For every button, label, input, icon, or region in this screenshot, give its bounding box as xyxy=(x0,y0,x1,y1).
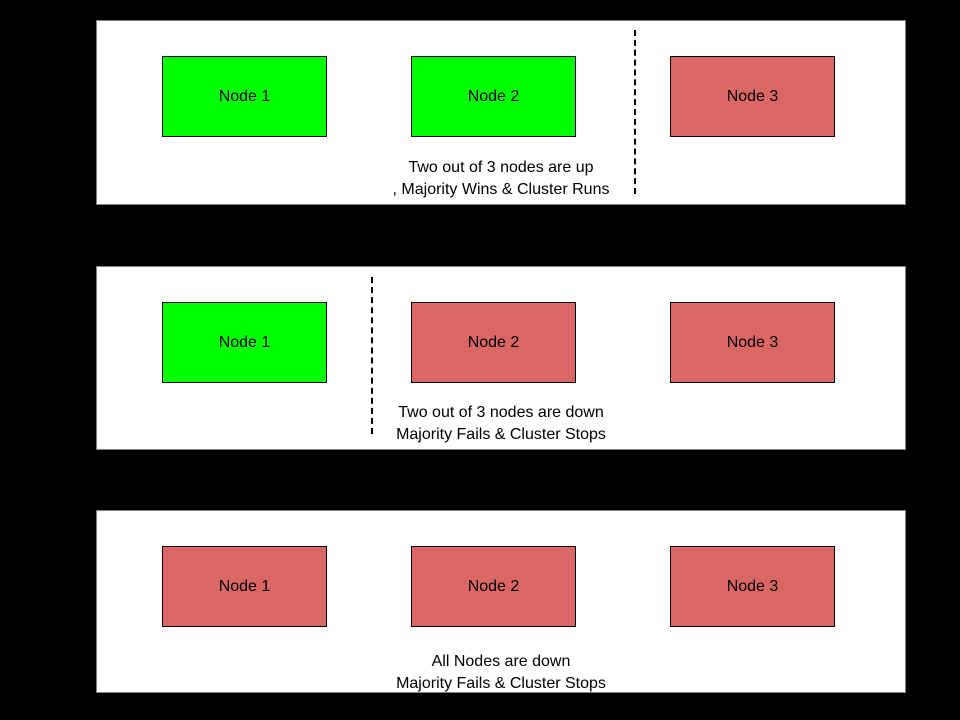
node-label: Node 3 xyxy=(726,87,779,105)
caption-line-2: Majority Fails & Cluster Stops xyxy=(396,426,606,443)
node-box-2: Node 2 xyxy=(411,302,576,383)
node-box-3: Node 3 xyxy=(670,56,835,137)
partition-divider-line xyxy=(371,277,373,434)
scenario-panel-all-down: Node 1 Node 2 Node 3 All Nodes are down … xyxy=(96,510,906,693)
caption-line-2: , Majority Wins & Cluster Runs xyxy=(392,181,610,198)
scenario-caption: Two out of 3 nodes are down Majority Fai… xyxy=(97,402,905,446)
node-label: Node 2 xyxy=(467,333,520,351)
scenario-panel-majority-down: Node 1 Node 2 Node 3 Two out of 3 nodes … xyxy=(96,266,906,450)
scenario-panel-majority-up: Node 1 Node 2 Node 3 Two out of 3 nodes … xyxy=(96,20,906,205)
node-box-2: Node 2 xyxy=(411,546,576,627)
partition-divider-line xyxy=(634,30,636,194)
scenario-caption: Two out of 3 nodes are up , Majority Win… xyxy=(97,157,905,201)
node-label: Node 1 xyxy=(218,87,271,105)
caption-line-2: Majority Fails & Cluster Stops xyxy=(396,675,606,692)
node-box-1: Node 1 xyxy=(162,56,327,137)
node-box-1: Node 1 xyxy=(162,302,327,383)
node-label: Node 1 xyxy=(218,333,271,351)
node-label: Node 2 xyxy=(467,87,520,105)
node-label: Node 3 xyxy=(726,577,779,595)
node-box-2: Node 2 xyxy=(411,56,576,137)
node-label: Node 2 xyxy=(467,577,520,595)
node-box-1: Node 1 xyxy=(162,546,327,627)
node-box-3: Node 3 xyxy=(670,546,835,627)
caption-line-1: Two out of 3 nodes are down xyxy=(398,404,604,421)
caption-line-1: All Nodes are down xyxy=(431,653,571,670)
node-label: Node 3 xyxy=(726,333,779,351)
node-box-3: Node 3 xyxy=(670,302,835,383)
caption-line-1: Two out of 3 nodes are up xyxy=(408,159,594,176)
scenario-caption: All Nodes are down Majority Fails & Clus… xyxy=(97,651,905,695)
node-label: Node 1 xyxy=(218,577,271,595)
